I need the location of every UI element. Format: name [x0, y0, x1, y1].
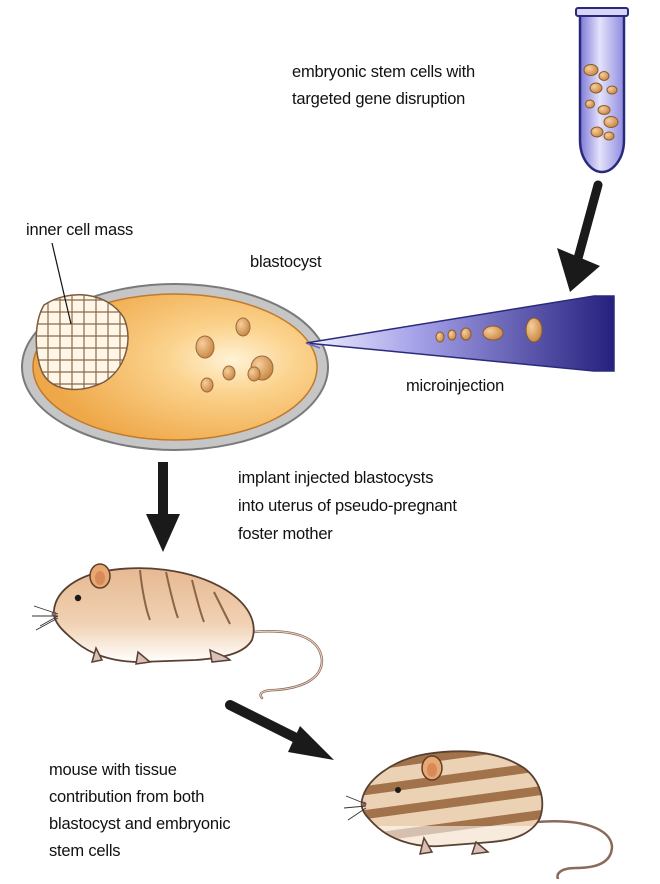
- injection-needle: [306, 296, 614, 371]
- test-tube: [576, 8, 628, 172]
- label-blastocyst: blastocyst: [250, 250, 321, 274]
- test-tube-body: [580, 12, 624, 172]
- test-tube-rim: [576, 8, 628, 16]
- label-implant-line1: implant injected blastocysts: [238, 466, 433, 490]
- chimeric-mouse: [340, 740, 612, 879]
- label-result-line2: contribution from both: [49, 785, 204, 809]
- label-result-line1: mouse with tissue: [49, 758, 177, 782]
- label-result-line4: stem cells: [49, 839, 120, 863]
- arrow-tube-to-needle: [557, 185, 600, 292]
- label-inner-cell-mass: inner cell mass: [26, 218, 133, 242]
- label-es-cells-line2: targeted gene disruption: [292, 87, 465, 111]
- arrow-to-chimeric-mouse: [230, 705, 334, 760]
- label-microinjection: microinjection: [406, 374, 504, 398]
- arrow-blastocyst-to-mouse: [146, 462, 180, 552]
- label-implant-line3: foster mother: [238, 522, 333, 546]
- label-result-line3: blastocyst and embryonic: [49, 812, 230, 836]
- label-implant-line2: into uterus of pseudo-pregnant: [238, 494, 457, 518]
- needle-body: [306, 296, 614, 371]
- label-es-cells-line1: embryonic stem cells with: [292, 60, 475, 84]
- foster-mother-mouse: [32, 564, 322, 698]
